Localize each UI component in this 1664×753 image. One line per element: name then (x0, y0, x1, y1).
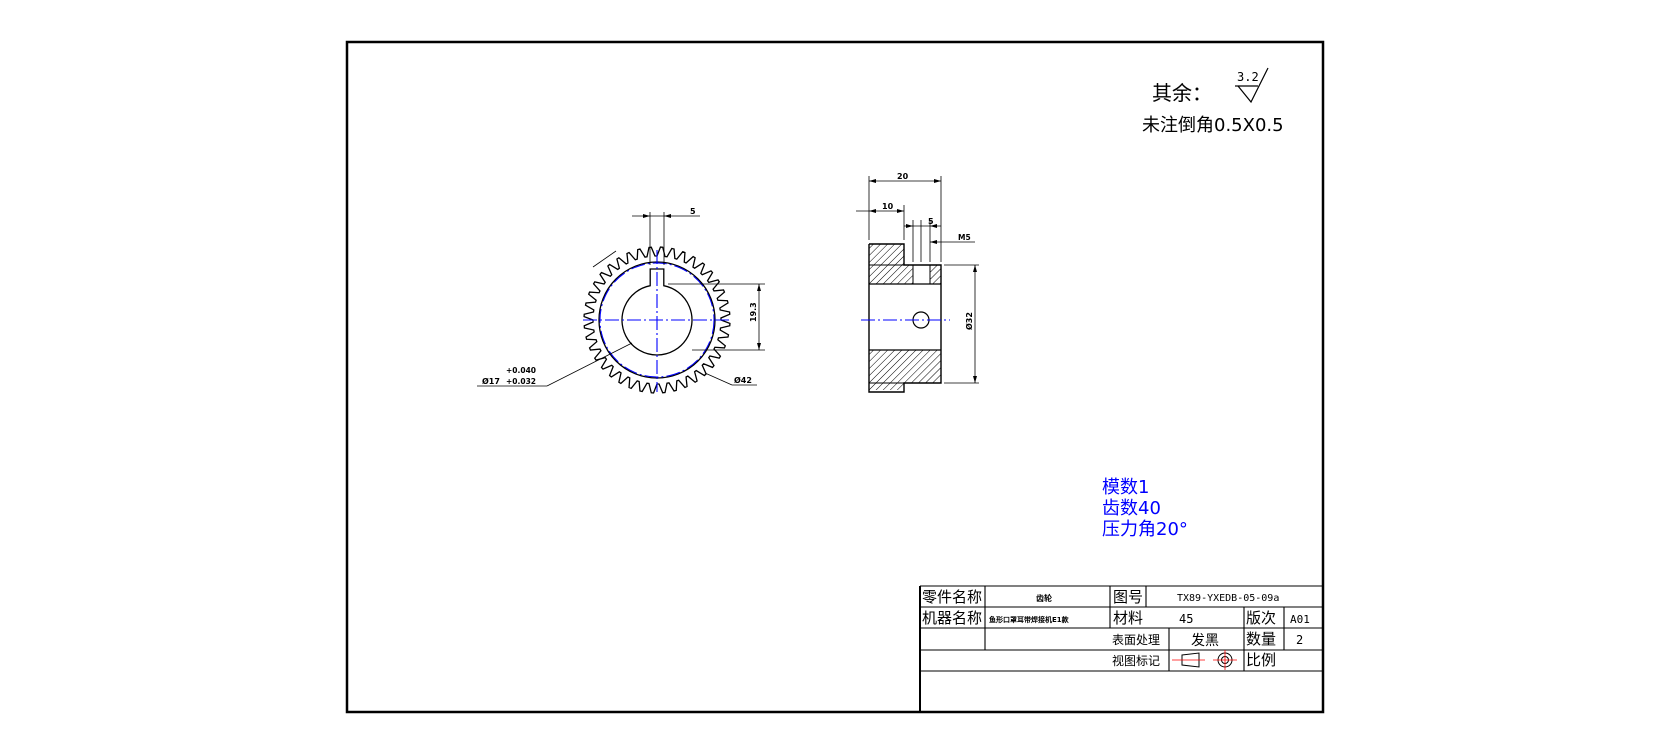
tol-lower: +0.032 (506, 377, 536, 386)
gear-bore-keyway (621, 268, 693, 356)
dim-total-width: 20 (897, 172, 909, 181)
machine-name-label: 机器名称 (922, 609, 982, 627)
dim-hub-dia: Ø32 (964, 312, 974, 330)
quantity-value: 2 (1296, 633, 1303, 647)
part-name-value: 齿轮 (1036, 593, 1052, 603)
dim-thread: M5 (958, 233, 971, 242)
view-label: 视图标记 (1112, 653, 1160, 668)
material-label: 材料 (1113, 609, 1143, 627)
machine-name-value: 鱼形口罩耳带焊接机E1款 (989, 615, 1070, 624)
chamfer-note: 未注倒角0.5X0.5 (1142, 115, 1284, 136)
dim-hole-offset: 5 (928, 217, 934, 226)
other-roughness-label: 其余： (1152, 81, 1212, 105)
material-value: 45 (1179, 612, 1193, 626)
surface-value: 发黑 (1191, 633, 1219, 649)
title-block-text: 零件名称 齿轮 图号 TX89-YXEDB-05-09a 机器名称 鱼形口罩耳带… (922, 588, 1310, 669)
side-outline (868, 243, 942, 393)
drawing-no-label: 图号 (1113, 588, 1143, 606)
surface-label: 表面处理 (1112, 633, 1160, 647)
title-block (919, 585, 1323, 712)
part-name-label: 零件名称 (922, 588, 982, 606)
projection-symbol-icon (1172, 650, 1237, 670)
revision-value: A01 (1290, 613, 1310, 626)
dim-hub: 10 (882, 202, 894, 211)
param-teeth: 齿数40 (1102, 498, 1161, 519)
drawing-border (345, 40, 1325, 714)
scale-label: 比例 (1246, 651, 1276, 669)
revision-label: 版次 (1246, 609, 1276, 627)
quantity-label: 数量 (1246, 630, 1276, 648)
param-module: 模数1 (1102, 477, 1149, 498)
dim-bore: Ø17 (482, 376, 500, 386)
dim-keyway-width: 5 (690, 207, 696, 216)
gear-front-view: 5 19.3 Ø17 +0.040 +0.032 Ø42 (477, 207, 765, 394)
param-pressure-angle: 压力角20° (1102, 519, 1188, 540)
gear-side-view: 20 10 5 M5 Ø32 (856, 172, 979, 393)
tol-upper: +0.040 (506, 366, 536, 375)
roughness-value: 3.2 (1237, 70, 1259, 84)
roughness-symbol-icon (1235, 67, 1269, 104)
drawing-no-value: TX89-YXEDB-05-09a (1177, 593, 1279, 604)
dim-outer: Ø42 (734, 375, 752, 385)
gear-parameters: 模数1 齿数40 压力角20° (1102, 477, 1188, 540)
dim-keyway-depth: 19.3 (749, 302, 758, 322)
